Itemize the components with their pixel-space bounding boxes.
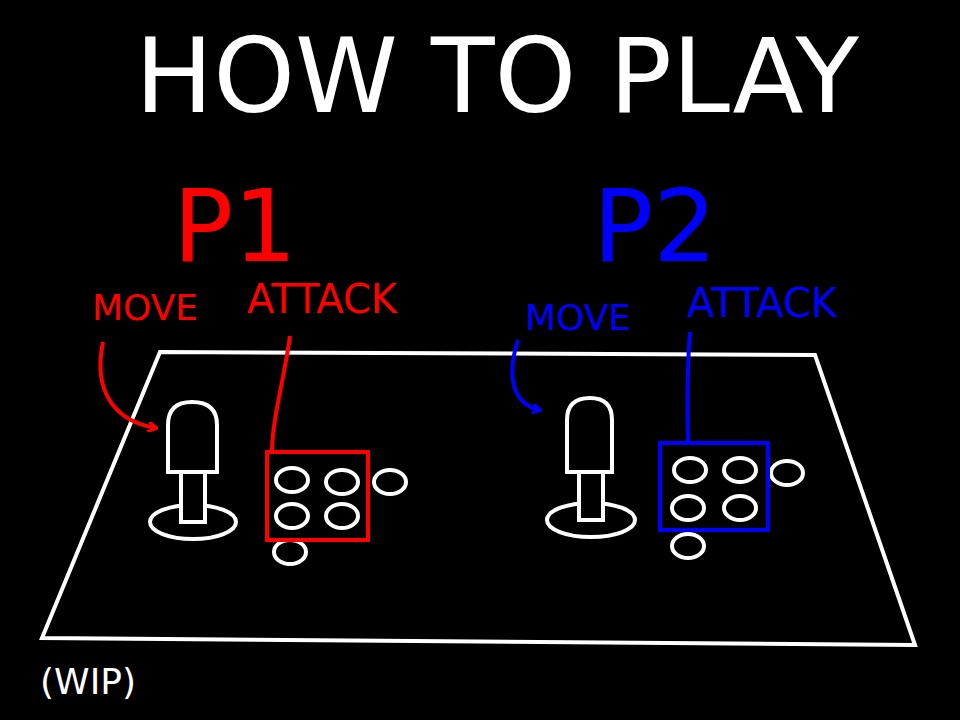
p2-buttons <box>672 458 803 558</box>
p1-joystick <box>150 402 236 539</box>
leader-arrow <box>100 342 156 428</box>
p2-joystick <box>547 398 635 537</box>
p2-attack-box <box>660 443 768 530</box>
leader-line <box>272 336 290 452</box>
p1-attack-box <box>267 452 368 540</box>
leader-line <box>688 332 691 443</box>
control-label: ATTACK <box>247 279 397 319</box>
title: HOW TO PLAY <box>135 24 859 128</box>
leader-arrow <box>512 340 540 410</box>
control-label: MOVE <box>92 290 198 326</box>
control-label: MOVE <box>525 300 631 336</box>
player-label: P1 <box>173 177 297 277</box>
control-panel <box>42 352 915 645</box>
p1-buttons <box>274 468 406 564</box>
status-note: (WIP) <box>40 664 136 700</box>
player-label: P2 <box>593 177 717 277</box>
control-label: ATTACK <box>687 283 837 323</box>
